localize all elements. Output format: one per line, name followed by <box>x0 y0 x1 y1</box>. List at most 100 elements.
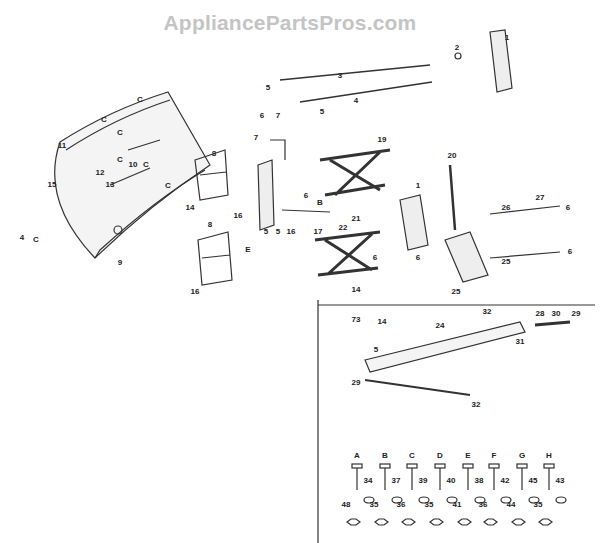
callout-number: C <box>143 161 149 169</box>
callout-number: 21 <box>352 215 361 223</box>
callout-number: 14 <box>378 318 387 326</box>
callout-number: 45 <box>529 477 538 485</box>
callout-number: D <box>437 452 443 460</box>
callout-number: 6 <box>260 112 264 120</box>
callout-number: 26 <box>502 204 511 212</box>
callout-number: 6 <box>304 192 308 200</box>
callout-number: B <box>382 452 388 460</box>
callout-number: C <box>117 156 123 164</box>
callout-number: 32 <box>483 308 492 316</box>
callout-number: 9 <box>118 259 122 267</box>
callout-number: 38 <box>475 477 484 485</box>
callout-number: 12 <box>96 169 105 177</box>
callout-number: 29 <box>352 379 361 387</box>
callout-number: 36 <box>479 501 488 509</box>
callout-number: 37 <box>392 477 401 485</box>
callout-number: 14 <box>186 204 195 212</box>
pivot-bracket <box>258 160 274 230</box>
callout-number: E <box>465 452 470 460</box>
callout-number: 16 <box>191 288 200 296</box>
callout-number: 32 <box>472 401 481 409</box>
callout-number: 5 <box>264 228 268 236</box>
callout-number: C <box>33 236 39 244</box>
lift-lever <box>365 322 525 372</box>
callout-number: 8 <box>212 150 216 158</box>
bolt <box>490 206 560 258</box>
callout-number: C <box>137 96 143 104</box>
callout-number: 5 <box>276 228 280 236</box>
callout-number: 48 <box>342 501 351 509</box>
callout-number: 28 <box>536 310 545 318</box>
callout-number: 20 <box>448 152 457 160</box>
callout-number: 42 <box>501 477 510 485</box>
callout-number: 24 <box>436 322 445 330</box>
callout-number: 16 <box>234 212 243 220</box>
side-bracket <box>445 232 488 282</box>
callout-number: 73 <box>352 316 361 324</box>
callout-number: 6 <box>373 254 377 262</box>
blade-brace <box>110 140 160 185</box>
callout-number: 27 <box>536 194 545 202</box>
callout-number: 4 <box>354 97 358 105</box>
nut <box>455 53 461 59</box>
callout-number: C <box>165 182 171 190</box>
mount-bracket <box>490 30 512 92</box>
cutting-edge <box>95 170 205 258</box>
callout-number: C <box>117 129 123 137</box>
watermark: AppliancePartsPros.com <box>164 12 417 33</box>
callout-number: 6 <box>568 248 572 256</box>
spring <box>535 322 570 325</box>
callout-number: 36 <box>397 501 406 509</box>
a-frame <box>198 232 232 285</box>
callout-number: 5 <box>266 84 270 92</box>
side-bracket <box>400 195 428 250</box>
callout-number: 43 <box>556 477 565 485</box>
blade <box>55 92 210 258</box>
callout-number: 16 <box>287 228 296 236</box>
callout-number: 3 <box>338 72 342 80</box>
callout-number: 35 <box>370 501 379 509</box>
callout-number: 29 <box>572 310 581 318</box>
callout-number: 4 <box>20 234 24 242</box>
callout-number: 13 <box>106 181 115 189</box>
callout-number: E <box>245 246 250 254</box>
a-frame <box>195 150 228 200</box>
callout-number: 34 <box>364 477 373 485</box>
arm-22 <box>315 232 380 275</box>
pin <box>450 165 455 230</box>
bolt <box>114 226 122 234</box>
callout-number: G <box>519 452 525 460</box>
callout-number: 2 <box>455 44 459 52</box>
arm-19 <box>320 150 390 195</box>
callout-number: 1 <box>416 182 420 190</box>
callout-number: 6 <box>416 254 420 262</box>
callout-number: 30 <box>552 310 561 318</box>
callout-number: 41 <box>453 501 462 509</box>
callout-number: H <box>546 452 552 460</box>
callout-number: 14 <box>352 286 361 294</box>
callout-number: 19 <box>378 136 387 144</box>
callout-number: 7 <box>276 112 280 120</box>
callout-number: C <box>409 452 415 460</box>
callout-number: 11 <box>58 142 66 150</box>
callout-number: 39 <box>419 477 428 485</box>
callout-number: 5 <box>374 346 378 354</box>
inset-border <box>318 300 595 543</box>
callout-number: 35 <box>425 501 434 509</box>
callout-number: 25 <box>502 258 511 266</box>
blade-edge <box>66 100 170 150</box>
callout-number: 10 <box>129 161 138 169</box>
callout-number: 6 <box>566 204 570 212</box>
callout-number: B <box>317 199 323 207</box>
callout-number: F <box>492 452 497 460</box>
pin <box>270 140 285 160</box>
callout-number: 35 <box>534 501 543 509</box>
callout-number: 15 <box>48 181 57 189</box>
callout-number: 44 <box>507 501 516 509</box>
link-rod <box>365 380 470 395</box>
bolt <box>282 210 330 212</box>
callout-number: 5 <box>320 108 324 116</box>
callout-number: 40 <box>447 477 456 485</box>
callout-number: 17 <box>314 228 323 236</box>
